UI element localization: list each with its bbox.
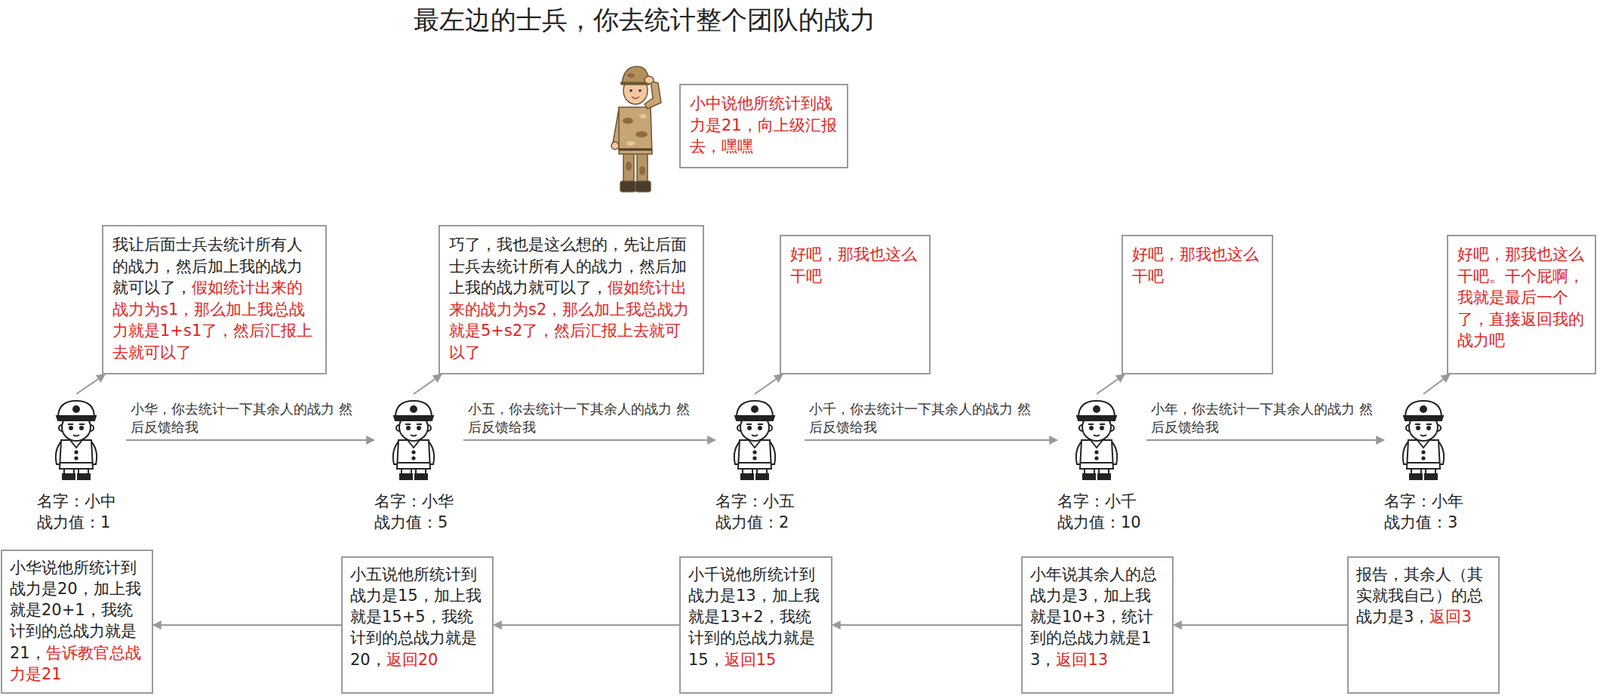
highlight-text: 返回3 <box>1429 607 1471 626</box>
box-text: 好吧，那我也这么干吧 <box>790 243 920 287</box>
report-box: 小华说他所统计到战力是20，加上我就是20+1，我统计到的总战力就是21，告诉教… <box>0 549 154 694</box>
soldier-figure <box>393 400 434 480</box>
arrow-connector <box>76 374 105 394</box>
soldier-name: 名字：小中 <box>36 490 127 512</box>
box-text: 小中说他所统计到战力是21，向上级汇报去，嘿嘿 <box>689 92 838 158</box>
report-box: 小千说他所统计到战力是13，加上我就是13+2，我统计到的总战力就是15，返回1… <box>679 556 833 694</box>
speech-box: 好吧，那我也这么干吧。干个屁啊，我就是最后一个了，直接返回我的战力吧 <box>1446 234 1597 375</box>
power-value: 战力值：5 <box>374 511 464 533</box>
officer-figure <box>611 66 662 192</box>
edge-label: 小五，你去统计一下其余人的战力 然后反馈给我 <box>467 400 695 436</box>
power-value: 战力值：3 <box>1384 511 1474 533</box>
soldier-name: 名字：小年 <box>1384 490 1474 512</box>
speech-text: 好吧，那我也这么干吧 <box>1132 245 1259 286</box>
arrow-connector <box>1423 374 1450 394</box>
soldier-figure <box>55 400 97 480</box>
report-box: 小年说其余人的总战力是3，加上我就是10+3，统计到的总战力就是13，返回13 <box>1021 556 1174 694</box>
arrow-connector <box>804 439 1058 441</box>
soldier-name: 名字：小华 <box>374 490 464 512</box>
arrow-connector <box>413 374 442 394</box>
arrow-connector <box>493 624 680 626</box>
soldier-node: 名字：小千战力值：10 <box>1057 393 1147 534</box>
arrow-connector <box>1096 374 1125 394</box>
report-box: 报告，其余人（其实就我自己）的总战力是3，返回3 <box>1347 556 1500 694</box>
diagram-title: 最左边的士兵，你去统计整个团队的战力 <box>413 4 876 36</box>
soldier-name: 名字：小千 <box>1057 490 1147 512</box>
soldier-node: 名字：小五战力值：2 <box>715 393 805 534</box>
soldier-name: 名字：小五 <box>715 490 805 512</box>
box-text: 小五说他所统计到战力是15，加上我就是15+5，我统计到的总战力就是20，返回2… <box>350 563 485 671</box>
speech-box: 好吧，那我也这么干吧 <box>779 234 931 375</box>
box-text: 小年说其余人的总战力是3，加上我就是10+3，统计到的总战力就是13，返回13 <box>1030 563 1165 671</box>
arrow-connector <box>1173 624 1348 626</box>
soldier-figure <box>734 400 776 480</box>
soldier-figure <box>1403 400 1444 480</box>
speech-box: 好吧，那我也这么干吧 <box>1121 234 1274 375</box>
box-text: 报告，其余人（其实就我自己）的总战力是3，返回3 <box>1356 563 1491 628</box>
power-value: 战力值：2 <box>715 511 805 533</box>
edge-label: 小华，你去统计一下其余人的战力 然后反馈给我 <box>130 400 357 436</box>
speech-box: 我让后面士兵去统计所有人的战力，然后加上我的战力就可以了，假如统计出来的战力为s… <box>101 224 327 375</box>
box-text: 小华说他所统计到战力是20，加上我就是20+1，我统计到的总战力就是21，告诉教… <box>9 556 145 685</box>
speech-text: 好吧，那我也这么干吧 <box>790 245 917 286</box>
arrow-connector <box>1146 439 1385 441</box>
highlight-text: 返回13 <box>1055 650 1108 669</box>
arrow-connector <box>754 374 783 394</box>
power-value: 战力值：1 <box>36 511 127 533</box>
highlight-text: 返回15 <box>724 650 777 669</box>
callout-box: 小中说他所统计到战力是21，向上级汇报去，嘿嘿 <box>679 83 849 169</box>
edge-label: 小千，你去统计一下其余人的战力 然后反馈给我 <box>809 400 1036 436</box>
speech-box: 巧了，我也是这么想的，先让后面士兵去统计所有人的战力，然后加上我的战力就可以了，… <box>438 224 705 375</box>
box-text: 好吧，那我也这么干吧。干个屁啊，我就是最后一个了，直接返回我的战力吧 <box>1457 243 1586 352</box>
speech-text: 小中说他所统计到战力是21，向上级汇报去，嘿嘿 <box>689 94 837 156</box>
soldier-node: 名字：小年战力值：3 <box>1384 393 1474 534</box>
soldier-node: 名字：小中战力值：1 <box>36 393 127 534</box>
edge-label: 小年，你去统计一下其余人的战力 然后反馈给我 <box>1150 400 1378 436</box>
soldier-figure <box>1076 400 1117 480</box>
box-text: 巧了，我也是这么想的，先让后面士兵去统计所有人的战力，然后加上我的战力就可以了，… <box>449 233 694 364</box>
report-box: 小五说他所统计到战力是15，加上我就是15+5，我统计到的总战力就是20，返回2… <box>341 556 494 694</box>
arrow-connector <box>153 624 342 626</box>
arrow-connector <box>832 624 1022 626</box>
box-text: 我让后面士兵去统计所有人的战力，然后加上我的战力就可以了，假如统计出来的战力为s… <box>112 233 317 364</box>
box-text: 好吧，那我也这么干吧 <box>1132 243 1263 287</box>
soldier-node: 名字：小华战力值：5 <box>374 393 464 534</box>
arrow-connector <box>463 439 716 441</box>
power-value: 战力值：10 <box>1057 511 1147 533</box>
arrow-connector <box>126 439 375 441</box>
speech-text: 好吧，那我也这么干吧。干个屁啊，我就是最后一个了，直接返回我的战力吧 <box>1457 245 1585 350</box>
box-text: 小千说他所统计到战力是13，加上我就是13+2，我统计到的总战力就是15，返回1… <box>688 563 824 671</box>
highlight-text: 返回20 <box>386 650 439 669</box>
